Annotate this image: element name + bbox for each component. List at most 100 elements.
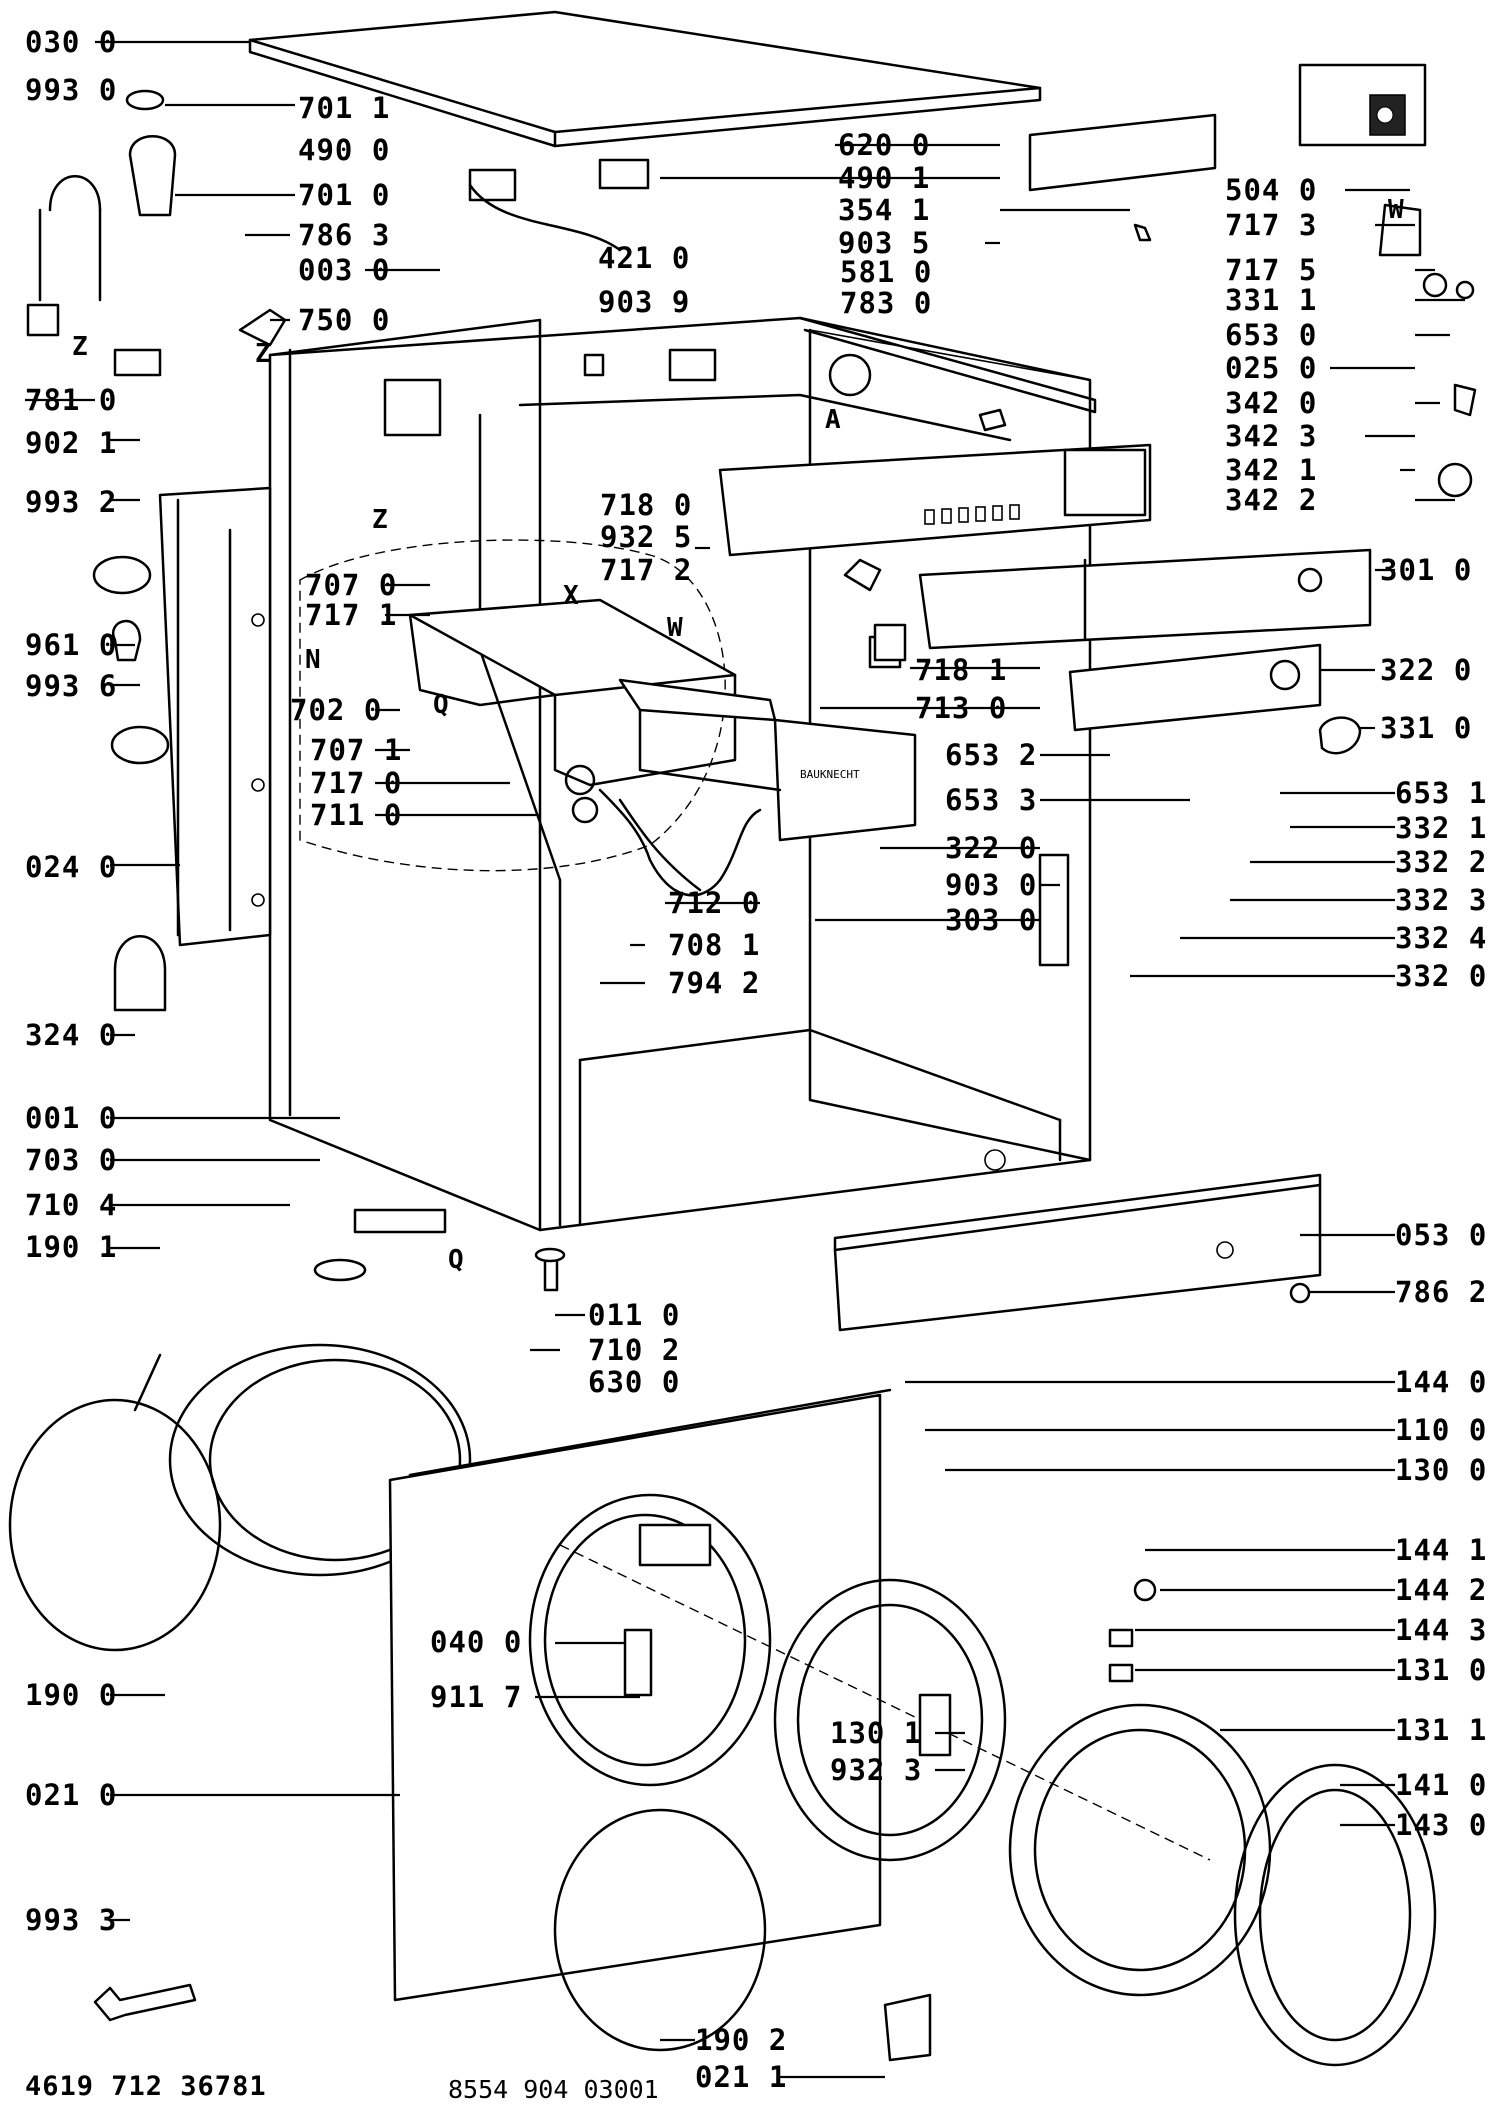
callout-label: 030 0: [25, 25, 117, 59]
callout-label: 144 3: [1395, 1613, 1487, 1647]
leader-lines: [25, 40, 1465, 2079]
callout-label: 021 0: [25, 1778, 117, 1812]
callout-label: 653 3: [945, 783, 1037, 817]
callout-label: 932 3: [830, 1753, 922, 1787]
callout-label: 786 2: [1395, 1275, 1487, 1309]
callout-label: 130 1: [830, 1716, 922, 1750]
marker-letter: X: [563, 581, 579, 611]
callout-label: 783 0: [840, 286, 932, 320]
callout-label: 331 1: [1225, 283, 1317, 317]
callout-label: 143 0: [1395, 1808, 1487, 1842]
left-column-small-parts: [26, 89, 1477, 1292]
callout-label: 711 0: [310, 798, 402, 832]
callout-label: 322 0: [945, 831, 1037, 865]
callout-label: 130 0: [1395, 1453, 1487, 1487]
callout-label: 710 2: [588, 1333, 680, 1367]
callout-label: 781 0: [25, 383, 117, 417]
callout-label: 332 3: [1395, 883, 1487, 917]
callout-label: 025 0: [1225, 351, 1317, 385]
base-strip: [833, 1173, 1322, 1332]
callout-label: 703 0: [25, 1143, 117, 1177]
callout-label: 342 3: [1225, 419, 1317, 453]
pcb-board: [1028, 113, 1217, 192]
marker-letter: Z: [255, 339, 271, 369]
marker-letter: N: [305, 645, 321, 675]
callout-label: 131 1: [1395, 1713, 1487, 1747]
callout-label: 786 3: [298, 218, 390, 252]
marker-letter: W: [1388, 195, 1404, 225]
marker-letter: Z: [372, 505, 388, 535]
callout-label: 903 0: [945, 868, 1037, 902]
callout-label: 332 0: [1395, 959, 1487, 993]
callout-label: 903 5: [838, 226, 930, 260]
callout-label: 993 0: [25, 73, 117, 107]
callout-label: 141 0: [1395, 1768, 1487, 1802]
callout-label: 190 2: [695, 2023, 787, 2057]
callout-label: 040 0: [430, 1625, 522, 1659]
callout-label: 131 0: [1395, 1653, 1487, 1687]
callout-label: 332 4: [1395, 921, 1487, 955]
callout-label: 717 1: [305, 598, 397, 632]
callout-label: 718 0: [600, 488, 692, 522]
callout-label: 717 3: [1225, 208, 1317, 242]
callout-label: 024 0: [25, 850, 117, 884]
callout-label: 322 0: [1380, 653, 1472, 687]
callout-label: 993 3: [25, 1903, 117, 1937]
callout-label: 713 0: [915, 691, 1007, 725]
callout-label: 011 0: [588, 1298, 680, 1332]
callout-label: 342 2: [1225, 483, 1317, 517]
callout-label: 581 0: [840, 255, 932, 289]
callout-label: 332 2: [1395, 845, 1487, 879]
callout-label: 961 0: [25, 628, 117, 662]
marker-letters: Z Z Z A X W W N Q Q: [72, 195, 1404, 1275]
callout-label: 708 1: [668, 928, 760, 962]
callout-label: 932 5: [600, 520, 692, 554]
callout-label: 490 1: [838, 161, 930, 195]
callout-label: 144 1: [1395, 1533, 1487, 1567]
cabinet-body: [268, 316, 1097, 1232]
top-lid: [248, 10, 1042, 148]
marker-letter: Q: [433, 690, 449, 720]
callout-label: 421 0: [598, 241, 690, 275]
marker-letter: Q: [448, 1245, 464, 1275]
callout-label: 718 1: [915, 653, 1007, 687]
panel-leds: [924, 504, 1020, 525]
dispenser-group: BAUKNECHT: [408, 598, 917, 897]
parts-artwork: BAUKNECHT: [8, 10, 1477, 2067]
callout-label: 993 2: [25, 485, 117, 519]
marker-letter: W: [667, 613, 683, 643]
callout-label: 144 2: [1395, 1573, 1487, 1607]
control-panel-group: [718, 443, 1372, 755]
footer-left-code: 4619 712 36781: [25, 2071, 267, 2102]
callout-label: 001 0: [25, 1101, 117, 1135]
callout-label: 717 0: [310, 766, 402, 800]
callout-label: 003 0: [298, 253, 390, 287]
footer: 4619 712 36781 8554 904 03001: [25, 2071, 659, 2104]
callout-label: 331 0: [1380, 711, 1472, 745]
electronic-module: [1298, 63, 1427, 147]
panel-brand-label: BAUKNECHT: [800, 768, 860, 781]
callout-label: 794 2: [668, 966, 760, 1000]
callout-label: 190 1: [25, 1230, 117, 1264]
callout-label: 717 2: [600, 553, 692, 587]
callout-label: 110 0: [1395, 1413, 1487, 1447]
side-panel-024: [158, 486, 272, 947]
callout-label: 303 0: [945, 903, 1037, 937]
callout-label: 653 2: [945, 738, 1037, 772]
callout-label: 902 1: [25, 426, 117, 460]
callout-label: 620 0: [838, 128, 930, 162]
callout-label: 750 0: [298, 303, 390, 337]
callout-label: 342 1: [1225, 453, 1317, 487]
callout-label: 301 0: [1380, 553, 1472, 587]
callout-label: 911 7: [430, 1680, 522, 1714]
callout-label: 707 0: [305, 568, 397, 602]
callout-label: 053 0: [1395, 1218, 1487, 1252]
callout-label: 354 1: [838, 193, 930, 227]
footer-center-code: 8554 904 03001: [448, 2075, 659, 2104]
marker-letter: A: [825, 405, 841, 435]
callout-label: 993 6: [25, 669, 117, 703]
drum-front-group: [8, 1343, 1437, 2067]
callout-label: 324 0: [25, 1018, 117, 1052]
callout-label: 701 0: [298, 178, 390, 212]
marker-letter: Z: [72, 332, 88, 362]
